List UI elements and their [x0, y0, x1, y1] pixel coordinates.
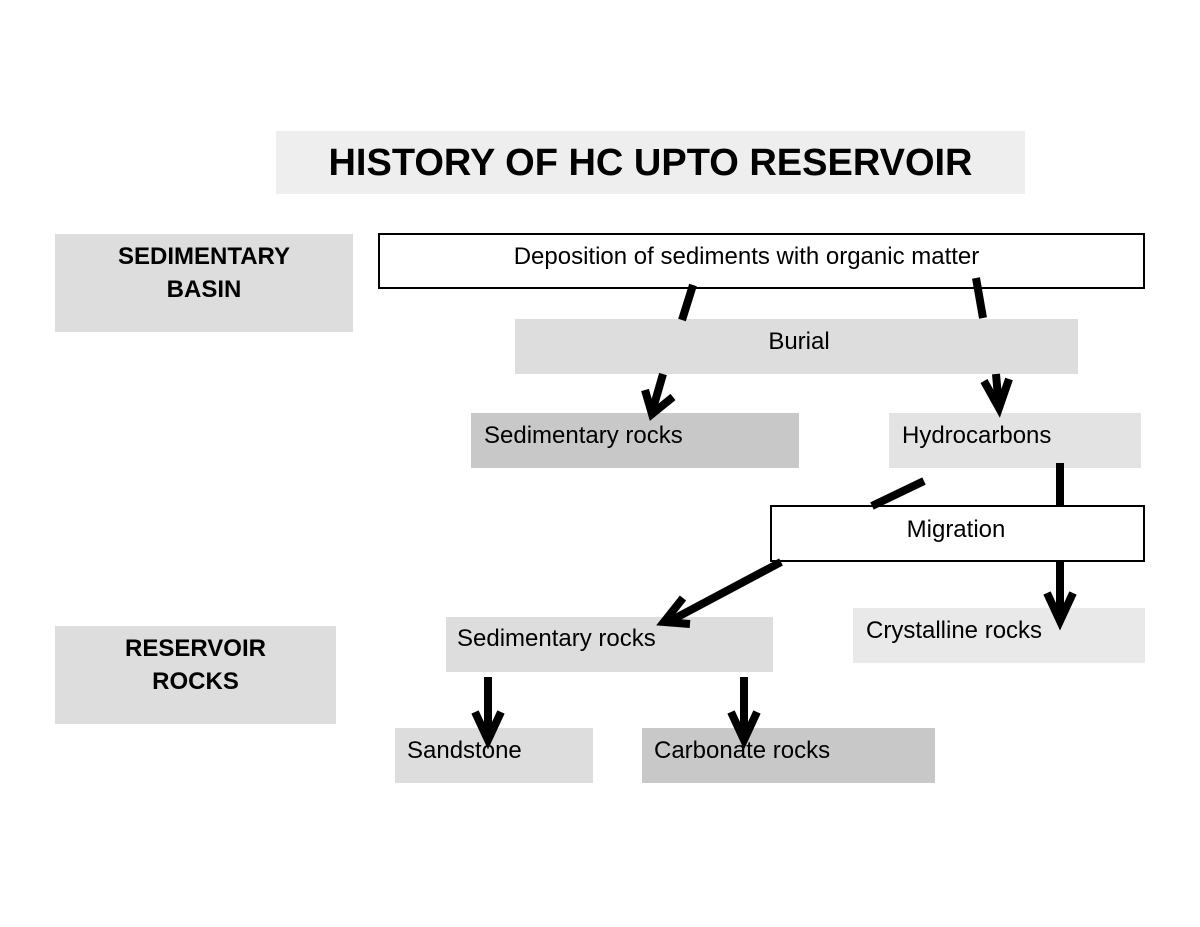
- row-label-reservoir-rocks: RESERVOIR ROCKS: [55, 626, 336, 724]
- row-label-sedimentary-basin: SEDIMENTARY BASIN: [55, 234, 353, 332]
- node-hydrocarbons: Hydrocarbons: [889, 413, 1141, 468]
- node-sedimentary-rocks-basin: Sedimentary rocks: [471, 413, 799, 468]
- diagram-title: HISTORY OF HC UPTO RESERVOIR: [276, 131, 1025, 194]
- row-label-line: SEDIMENTARY: [117, 243, 290, 270]
- node-migration: Migration: [770, 505, 1145, 562]
- node-carbonate-rocks: Carbonate rocks: [642, 728, 935, 783]
- node-burial: Burial: [515, 319, 1078, 374]
- node-sedimentary-rocks-reservoir: Sedimentary rocks: [446, 617, 773, 672]
- row-label-line: ROCKS: [152, 668, 239, 695]
- row-label-line: RESERVOIR: [125, 635, 266, 662]
- node-crystalline-rocks: Crystalline rocks: [853, 608, 1145, 663]
- row-label-line: BASIN: [166, 276, 242, 303]
- node-sandstone: Sandstone: [395, 728, 593, 783]
- node-deposition: Deposition of sediments with organic mat…: [378, 233, 1145, 289]
